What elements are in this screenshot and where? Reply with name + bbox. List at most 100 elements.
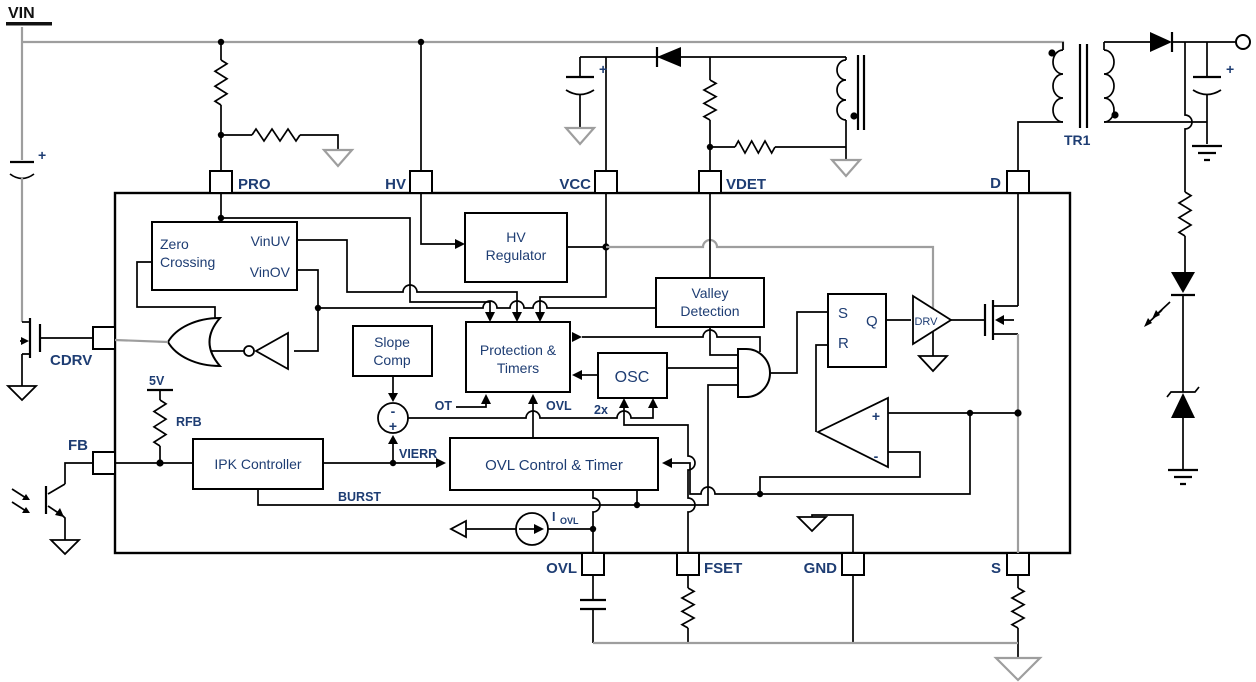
drv-supply-wire [606, 238, 935, 308]
vin-bus-wire [22, 40, 1065, 50]
vcc-vdet-network: + [563, 47, 866, 178]
fet-arrow [995, 315, 1004, 325]
protection-label-2: Timers [497, 360, 539, 376]
arrowhead [436, 458, 446, 468]
arrowhead [648, 398, 658, 408]
zener-bar [1166, 386, 1200, 398]
2x-label: 2x [594, 403, 608, 417]
arrowhead [572, 370, 582, 380]
pin-gnd-label: GND [804, 560, 838, 577]
arrowhead [528, 394, 538, 404]
ground-icon [5, 385, 39, 402]
block-rect [597, 352, 668, 399]
vdet-divider [702, 57, 846, 171]
slope-label-1: Slope [374, 334, 410, 350]
cap-plate-curved [1192, 89, 1222, 96]
diode-icon [657, 47, 681, 67]
ipk-label: IPK Controller [214, 456, 301, 472]
block-ipk-controller: IPK Controller [192, 438, 324, 490]
ground-icon [795, 516, 829, 533]
resistor-icon [702, 79, 718, 121]
or-gate-icon [166, 316, 223, 368]
pin-fset [676, 552, 700, 576]
arrowhead [1152, 310, 1160, 319]
resistor-icon [251, 127, 301, 143]
pin-hv [409, 170, 433, 194]
latch-s-label: S [838, 305, 848, 322]
drv-label: DRV [914, 316, 938, 328]
gate-to-s-wire [770, 311, 828, 374]
vinov-label: VinOV [250, 264, 291, 280]
arrowhead [534, 524, 544, 534]
block-rect [464, 212, 568, 283]
plus-sign: + [599, 61, 607, 77]
block-protection-timers: Protection & Timers [465, 321, 571, 393]
pin-s [1006, 552, 1030, 576]
junction-dot [633, 501, 641, 509]
sum-plus: + [389, 418, 397, 434]
polarity-dot [850, 112, 858, 120]
iovl-label-sub: OVL [560, 516, 579, 526]
transformer-tr1: TR1 [1017, 42, 1119, 171]
cap-plate-curved [9, 173, 35, 180]
vierr-label: VIERR [399, 447, 437, 461]
osc-label: OSC [615, 369, 650, 386]
arrowhead [388, 393, 398, 402]
block-zero-crossing: Zero Crossing VinUV VinOV [151, 221, 298, 291]
arrowhead [22, 507, 30, 513]
pin-cdrv-label: CDRV [50, 352, 92, 369]
protection-label-1: Protection & [480, 342, 557, 358]
direction-arrow-icon [449, 519, 467, 539]
chain-wire [1184, 42, 1193, 272]
valley-to-gate-wire [709, 327, 738, 356]
aux-winding [829, 55, 866, 178]
output-terminal [1235, 34, 1251, 50]
hv-regulator-label-1: HV [506, 229, 526, 245]
resistor-icon [680, 587, 696, 629]
rfb-label: RFB [176, 415, 202, 429]
resistor-icon [734, 139, 776, 155]
resistor-icon [152, 399, 168, 447]
output-capacitor: + [1192, 42, 1234, 162]
sum-minus: - [391, 403, 396, 419]
ground-icon [829, 158, 863, 178]
arrowhead [572, 332, 582, 342]
block-rect [827, 293, 887, 368]
iovl-label: I [552, 510, 555, 524]
block-osc: OSC [597, 352, 668, 399]
coil-icon [836, 59, 847, 121]
burst-label: BURST [338, 490, 381, 504]
pro-gnd-wire [221, 134, 339, 150]
feedback-chain [1144, 42, 1200, 486]
vinov-to-valley-wire [318, 300, 656, 309]
junction-dot [756, 490, 764, 498]
fet-source-stub [21, 353, 30, 386]
arrowhead [662, 458, 672, 468]
ground-icon [563, 126, 597, 146]
pro-to-protection-wire [221, 217, 491, 312]
vin-label: VIN [8, 5, 35, 22]
zc-loop-wire [136, 261, 216, 325]
comparator-minus-wire [759, 451, 921, 494]
pin-vdet-label: VDET [726, 176, 766, 193]
input-capacitor: + [9, 147, 46, 180]
vcc-capacitor: + [563, 57, 607, 146]
polarity-dot [1048, 49, 1056, 57]
arrowhead [22, 494, 30, 500]
arrowhead [481, 394, 491, 404]
pin-pro-label: PRO [238, 176, 271, 193]
block-ovl-control: OVL Control & Timer [449, 437, 659, 491]
earth-ground-icon [1168, 468, 1198, 486]
latch-q-label: Q [866, 313, 878, 330]
internal-wiring: - + VIERR 5V RFB BURST OVL OT 2x [114, 193, 1022, 553]
ovl-control-label: OVL Control & Timer [485, 457, 623, 474]
driver-buffer-icon [912, 294, 953, 346]
ovl-int-wire [592, 490, 601, 553]
pin-d [1006, 170, 1030, 194]
pin-fb-label: FB [68, 437, 88, 454]
block-valley-detection: Valley Detection [655, 277, 765, 328]
arrowhead [512, 312, 522, 322]
opto-transistor [11, 462, 93, 556]
